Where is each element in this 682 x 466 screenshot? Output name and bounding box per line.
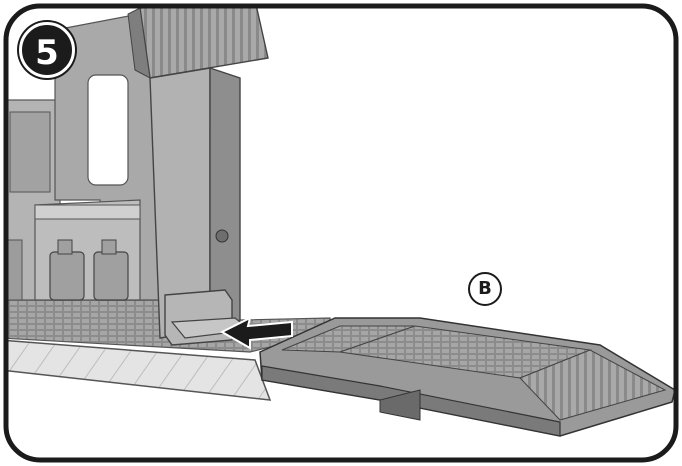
garage-base-floor (6, 339, 272, 401)
ramp-part-b (259, 317, 676, 437)
step-number-badge: 5 (19, 22, 75, 78)
part-callout-b: B (468, 272, 502, 306)
shelf-top (34, 204, 141, 220)
scene (6, 6, 676, 437)
left-wall-recess (9, 111, 51, 193)
left-wall-lower (6, 239, 23, 301)
building-window-opening (87, 74, 129, 186)
oil-bottle-left (49, 239, 85, 301)
lift-pillar-side (209, 67, 241, 331)
roof-sign-panel (139, 6, 269, 79)
pillar-bolt-hole (215, 229, 229, 243)
panel-border (3, 3, 679, 463)
roof-sign-side (127, 7, 151, 79)
left-arrow-icon (219, 316, 293, 350)
oil-bottle-right (93, 239, 129, 301)
